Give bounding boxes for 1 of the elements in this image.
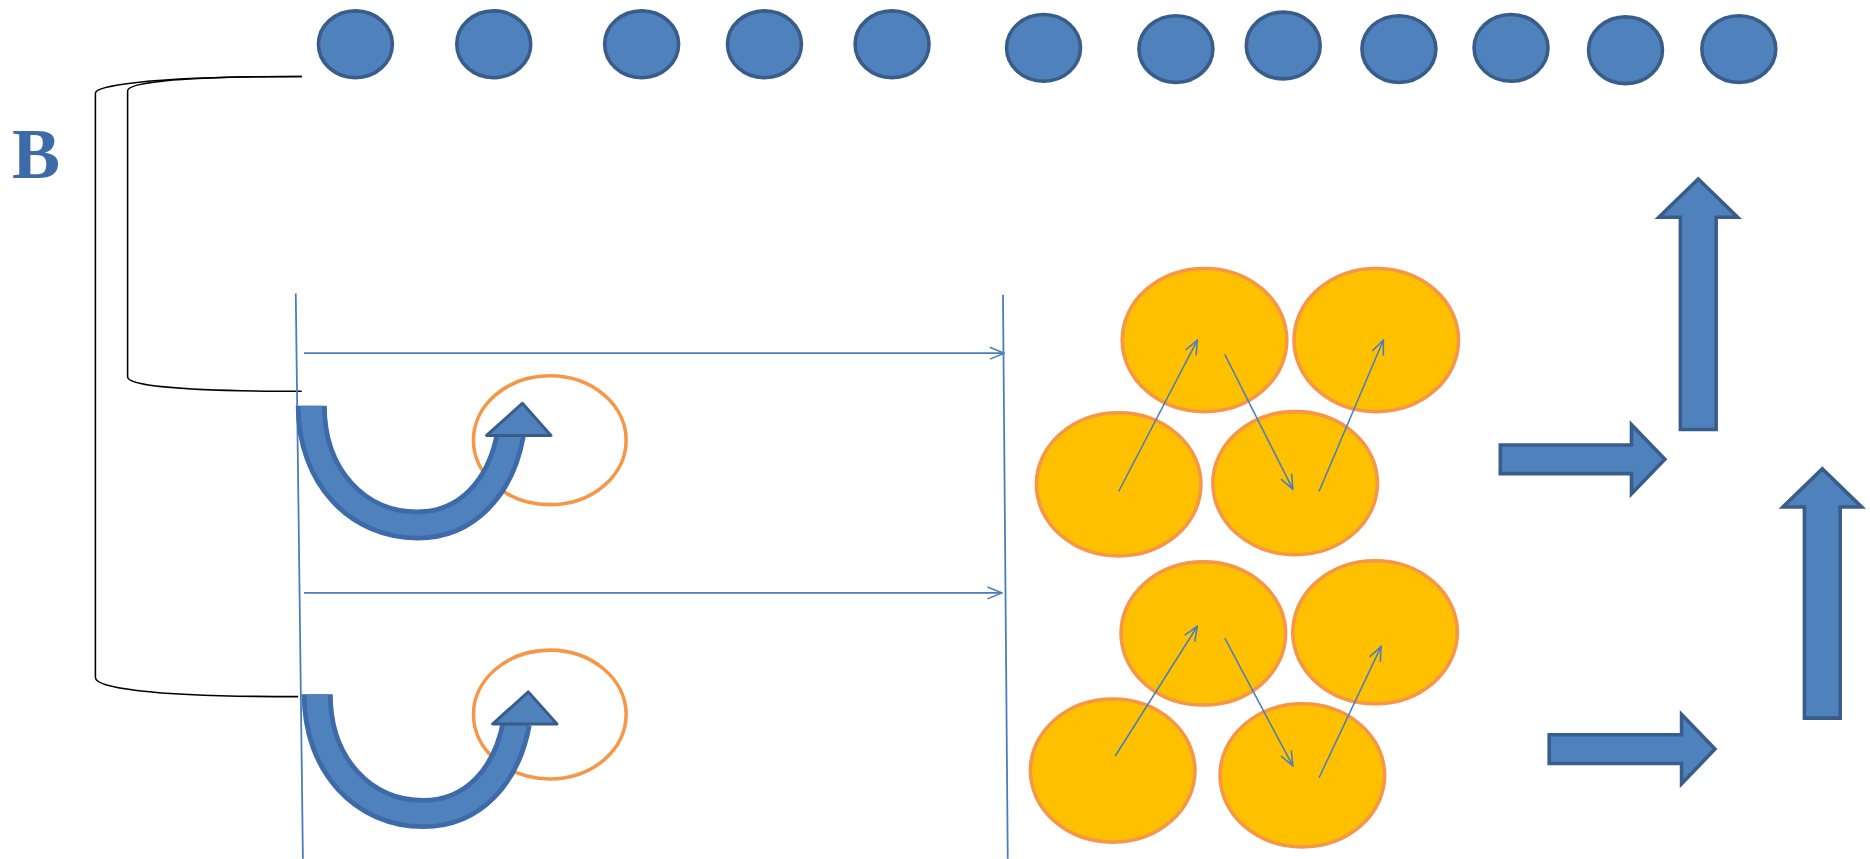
- letter-label: B: [12, 118, 61, 190]
